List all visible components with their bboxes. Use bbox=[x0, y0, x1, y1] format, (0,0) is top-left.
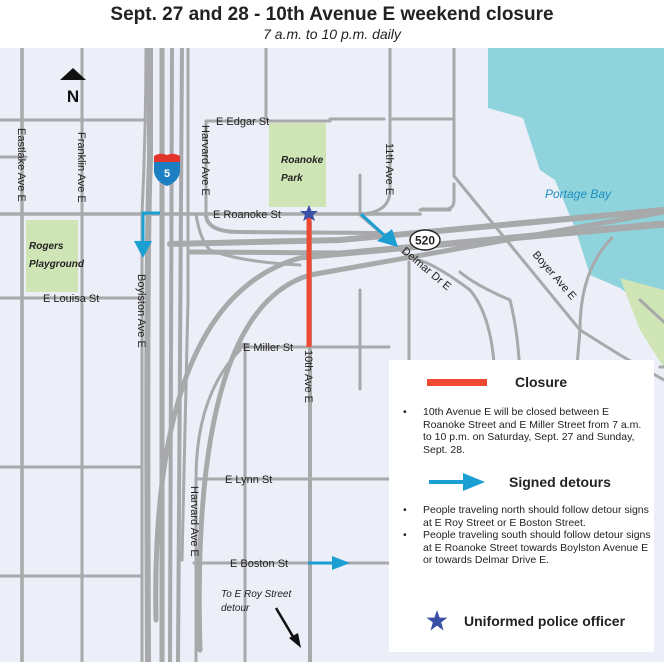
arrow-down-icon bbox=[134, 241, 152, 258]
legend-detour-item-north: People traveling north should follow det… bbox=[401, 504, 651, 529]
roy-street-annotation: To E Roy Street bbox=[221, 589, 292, 600]
portage-bay-label: Portage Bay bbox=[545, 187, 612, 201]
legend-closure-list: 10th Avenue E will be closed between E R… bbox=[401, 406, 651, 456]
rogers-playground-label: Rogers bbox=[29, 241, 64, 252]
shoreline-park bbox=[620, 278, 664, 368]
page-title: Sept. 27 and 28 - 10th Avenue E weekend … bbox=[110, 4, 554, 25]
arrow-diagonal-icon bbox=[377, 229, 398, 247]
arrow-down-right-icon bbox=[289, 633, 301, 648]
legend-detours-title: Signed detours bbox=[509, 474, 611, 490]
street-label-harvard-north: Harvard Ave E bbox=[199, 125, 211, 196]
detour-arrow-delmar[interactable] bbox=[359, 212, 398, 247]
arrow-right-icon bbox=[332, 556, 350, 570]
legend-detours-list: People traveling north should follow det… bbox=[401, 504, 651, 567]
closure-swatch-icon bbox=[427, 378, 487, 386]
street-label-eastlake: Eastlake Ave E bbox=[15, 128, 27, 202]
street-label-e-roanoke: E Roanoke St bbox=[213, 209, 281, 221]
portage-bay-water bbox=[488, 48, 664, 320]
i5-shield-number: 5 bbox=[164, 168, 170, 180]
roanoke-park-label: Roanoke bbox=[281, 155, 324, 166]
roanoke-park bbox=[269, 123, 326, 207]
street-label-boylston: Boylston Ave E bbox=[135, 274, 147, 348]
street-label-e-lynn: E Lynn St bbox=[225, 474, 272, 486]
legend-detour-item-south: People traveling south should follow det… bbox=[401, 529, 651, 567]
sr520-shield-number: 520 bbox=[415, 234, 435, 248]
street-label-e-miller: E Miller St bbox=[243, 342, 293, 354]
legend-panel: Closure 10th Avenue E will be closed bet… bbox=[389, 360, 654, 652]
north-arrow-icon: N bbox=[60, 68, 86, 106]
street-label-e-boston: E Boston St bbox=[230, 558, 288, 570]
detour-arrow-boston[interactable] bbox=[308, 556, 350, 570]
street-label-e-louisa: E Louisa St bbox=[43, 293, 99, 305]
police-officer-star-icon[interactable] bbox=[300, 205, 318, 221]
street-label-harvard-south: Harvard Ave E bbox=[188, 486, 200, 557]
page-subtitle: 7 a.m. to 10 p.m. daily bbox=[263, 26, 401, 42]
roy-street-pointer bbox=[274, 607, 301, 648]
legend-closure-title: Closure bbox=[515, 374, 568, 390]
detour-arrow-swatch-icon bbox=[429, 473, 485, 491]
roanoke-park-label-2: Park bbox=[281, 173, 303, 184]
header: Sept. 27 and 28 - 10th Avenue E weekend … bbox=[0, 0, 664, 48]
north-label: N bbox=[67, 87, 79, 106]
street-label-10th: 10th Ave E bbox=[302, 350, 314, 403]
rogers-playground bbox=[26, 220, 78, 292]
i5-shield-icon: 5 bbox=[154, 153, 180, 186]
rogers-playground-label-2: Playground bbox=[29, 259, 85, 270]
street-label-franklin: Franklin Ave E bbox=[75, 132, 87, 203]
closure-map[interactable]: N 5 520 Roanoke Park Rogers Playground P… bbox=[0, 48, 664, 662]
street-label-11th: 11th Ave E bbox=[383, 143, 395, 195]
legend-police-title: Uniformed police officer bbox=[464, 613, 626, 629]
roy-street-annotation-2: detour bbox=[221, 603, 250, 614]
legend-detours-row: Signed detours bbox=[389, 471, 654, 493]
street-label-e-edgar: E Edgar St bbox=[216, 116, 269, 128]
legend-police-row: Uniformed police officer bbox=[389, 610, 654, 632]
detour-arrow-boylston[interactable] bbox=[134, 211, 160, 258]
legend-closure-item: 10th Avenue E will be closed between E R… bbox=[401, 406, 651, 456]
legend-closure-row: Closure bbox=[389, 374, 654, 390]
sr520-shield-icon: 520 bbox=[409, 229, 441, 251]
police-star-swatch-icon bbox=[426, 610, 448, 631]
